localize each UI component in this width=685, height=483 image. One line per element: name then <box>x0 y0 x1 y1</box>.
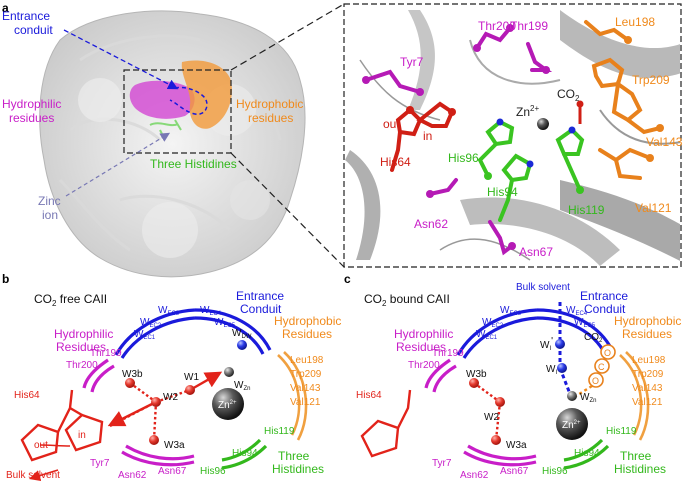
svg-text:Val121: Val121 <box>635 201 672 215</box>
svg-text:His94: His94 <box>232 448 258 459</box>
svg-text:WI: WI <box>546 364 557 376</box>
svg-text:Trp209: Trp209 <box>632 73 670 87</box>
panel-a-label: a <box>2 1 9 15</box>
svg-text:O: O <box>604 348 611 358</box>
svg-text:in: in <box>78 430 86 441</box>
panel-b-label: b <box>2 272 9 286</box>
zinc-arrow <box>65 132 171 197</box>
svg-text:W2: W2 <box>484 412 499 423</box>
panel-b-diagram <box>20 308 308 481</box>
svg-text:Asn67: Asn67 <box>158 466 187 477</box>
svg-text:His94: His94 <box>574 448 600 459</box>
svg-text:out: out <box>34 440 48 451</box>
hydrophobic-patch <box>181 60 232 129</box>
panel-c-label: c <box>344 272 351 286</box>
svg-text:Asn62: Asn62 <box>414 217 448 231</box>
svg-text:Val143: Val143 <box>646 135 683 149</box>
svg-text:out: out <box>383 117 400 131</box>
svg-text:Val143: Val143 <box>632 383 663 394</box>
panel-b-title: CO2 free CAII <box>34 292 107 308</box>
svg-text:Tyr7: Tyr7 <box>400 55 424 69</box>
svg-text:Val121: Val121 <box>632 397 663 408</box>
svg-text:Bulk solvent: Bulk solvent <box>6 470 60 481</box>
zoom-box <box>123 69 232 154</box>
svg-text:Thr199: Thr199 <box>510 19 548 33</box>
svg-text:His94: His94 <box>487 185 518 199</box>
panel-c-labels: Bulk solvent WEC3 WEC2 WEC1 WEC4 WEC5 En… <box>356 282 681 481</box>
svg-text:WZn: WZn <box>580 392 596 404</box>
svg-text:WEC4: WEC4 <box>200 305 222 317</box>
svg-text:WI': WI' <box>540 336 553 352</box>
svg-text:W3a: W3a <box>506 440 527 451</box>
svg-text:Leu198: Leu198 <box>632 355 666 366</box>
svg-text:His96: His96 <box>542 466 568 477</box>
panel-c-title: CO2 bound CAII <box>364 292 450 308</box>
svg-text:His64: His64 <box>380 155 411 169</box>
svg-text:W3b: W3b <box>122 369 143 380</box>
svg-text:Trp209: Trp209 <box>290 369 322 380</box>
svg-text:WEC3: WEC3 <box>158 305 180 317</box>
svg-text:His96: His96 <box>200 466 226 477</box>
svg-text:W2: W2 <box>163 392 178 403</box>
svg-text:in: in <box>423 129 432 143</box>
svg-text:CO2: CO2 <box>557 87 580 103</box>
svg-text:WZn: WZn <box>234 380 250 392</box>
svg-text:Zn2+: Zn2+ <box>562 420 581 431</box>
inset-structure <box>343 3 682 268</box>
svg-text:WEC5: WEC5 <box>574 317 596 329</box>
panel-c-diagram <box>360 302 650 470</box>
svg-text:His64: His64 <box>14 390 40 401</box>
svg-text:Thr199: Thr199 <box>90 348 122 359</box>
svg-text:Thr200: Thr200 <box>66 360 98 371</box>
svg-text:W3a: W3a <box>164 440 185 451</box>
svg-text:O: O <box>592 376 599 386</box>
svg-text:Asn67: Asn67 <box>500 466 529 477</box>
inset-labels: Thr200 Thr199 Leu198 Tyr7 Trp209 CO2 Zn2… <box>380 15 683 259</box>
svg-text:Asn67: Asn67 <box>519 245 553 259</box>
svg-text:Zn2+: Zn2+ <box>218 400 237 411</box>
svg-text:Thr200: Thr200 <box>478 19 516 33</box>
svg-text:Thr200: Thr200 <box>408 360 440 371</box>
svg-text:Leu198: Leu198 <box>615 15 655 29</box>
three-histidines-label: Three Histidines <box>150 157 237 171</box>
svg-text:Asn62: Asn62 <box>460 470 489 481</box>
svg-text:W3b: W3b <box>466 369 487 380</box>
svg-text:His119: His119 <box>568 203 605 217</box>
svg-text:Tyr7: Tyr7 <box>90 458 110 469</box>
zoom-line-bottom <box>230 152 345 268</box>
svg-text:Asn62: Asn62 <box>118 470 147 481</box>
svg-text:Bulk solvent: Bulk solvent <box>516 282 570 293</box>
protein-surface <box>39 10 306 278</box>
svg-text:Tyr7: Tyr7 <box>432 458 452 469</box>
svg-text:W1: W1 <box>184 372 199 383</box>
conduit-outline <box>169 86 208 115</box>
svg-text:WEC3: WEC3 <box>500 305 522 317</box>
svg-text:Thr199: Thr199 <box>432 348 464 359</box>
svg-text:CO2: CO2 <box>584 332 603 344</box>
svg-text:C: C <box>598 362 605 372</box>
svg-text:Val121: Val121 <box>290 397 321 408</box>
svg-text:Val143: Val143 <box>290 383 321 394</box>
svg-text:His96: His96 <box>448 151 479 165</box>
svg-text:His119: His119 <box>264 426 295 437</box>
hydrophilic-patch <box>129 80 195 119</box>
svg-text:Leu198: Leu198 <box>290 355 324 366</box>
entrance-arrow <box>63 29 179 90</box>
svg-text:His64: His64 <box>356 390 382 401</box>
svg-text:Trp209: Trp209 <box>632 369 664 380</box>
svg-text:His119: His119 <box>606 426 637 437</box>
